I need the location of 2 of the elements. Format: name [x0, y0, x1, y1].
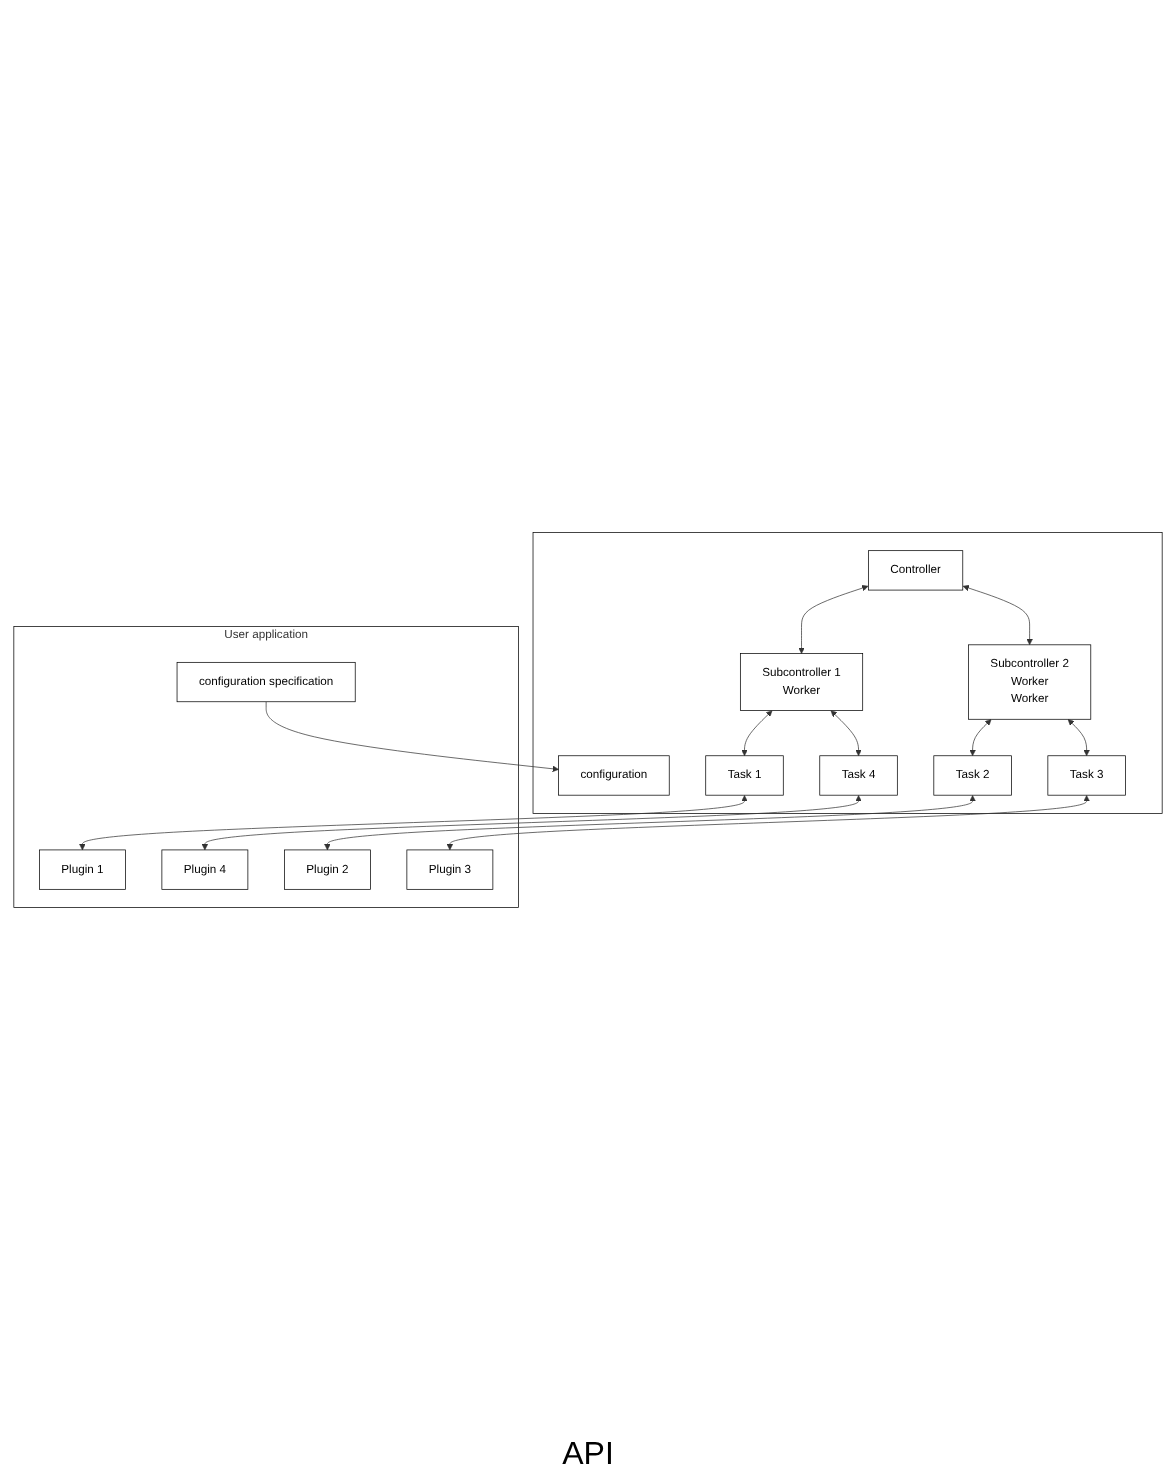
interface-label: API [562, 1438, 614, 1472]
cluster [532, 531, 1163, 813]
